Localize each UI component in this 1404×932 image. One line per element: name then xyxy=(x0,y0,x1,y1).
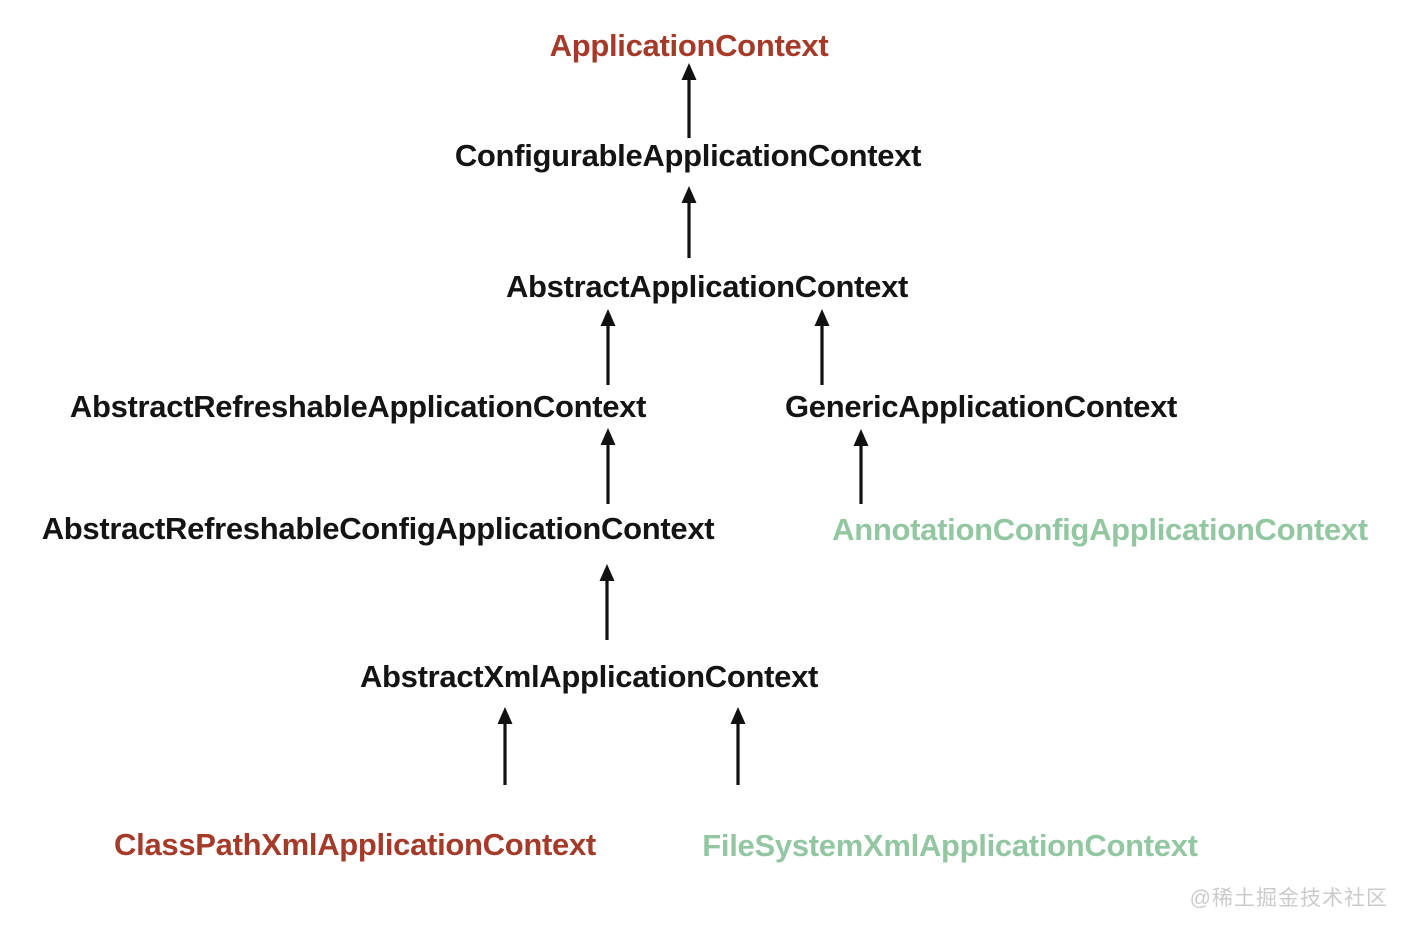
node-file-system-xml-application-context: FileSystemXmlApplicationContext xyxy=(702,828,1198,863)
node-class-path-xml-application-context: ClassPathXmlApplicationContext xyxy=(114,827,596,862)
node-annotation-config-application-context: AnnotationConfigApplicationContext xyxy=(832,512,1368,547)
arrow-refreshableconfig-to-abstractrefreshable xyxy=(600,428,616,504)
node-application-context: ApplicationContext xyxy=(549,28,829,63)
node-abstract-refreshable-application-context: AbstractRefreshableApplicationContext xyxy=(69,389,647,424)
arrow-configurable-to-applicationcontext xyxy=(681,63,697,138)
arrow-annotationconfig-to-generic xyxy=(853,429,869,504)
arrow-abstract-to-configurable xyxy=(681,186,697,258)
node-abstract-xml-application-context: AbstractXmlApplicationContext xyxy=(359,659,819,694)
arrow-abstractxml-to-refreshableconfig xyxy=(599,564,615,640)
arrow-abstractrefreshable-to-abstract xyxy=(600,309,616,385)
arrow-generic-to-abstract xyxy=(814,309,830,385)
node-abstract-refreshable-config-application-context: AbstractRefreshableConfigApplicationCont… xyxy=(41,511,715,546)
arrow-classpathxml-to-abstractxml xyxy=(497,707,513,785)
node-configurable-application-context: ConfigurableApplicationContext xyxy=(454,138,922,173)
arrow-filesystemxml-to-abstractxml xyxy=(730,707,746,785)
node-generic-application-context: GenericApplicationContext xyxy=(784,389,1178,424)
watermark-juejin-community: @稀土掘金技术社区 xyxy=(1189,887,1388,910)
node-abstract-application-context: AbstractApplicationContext xyxy=(505,269,909,304)
